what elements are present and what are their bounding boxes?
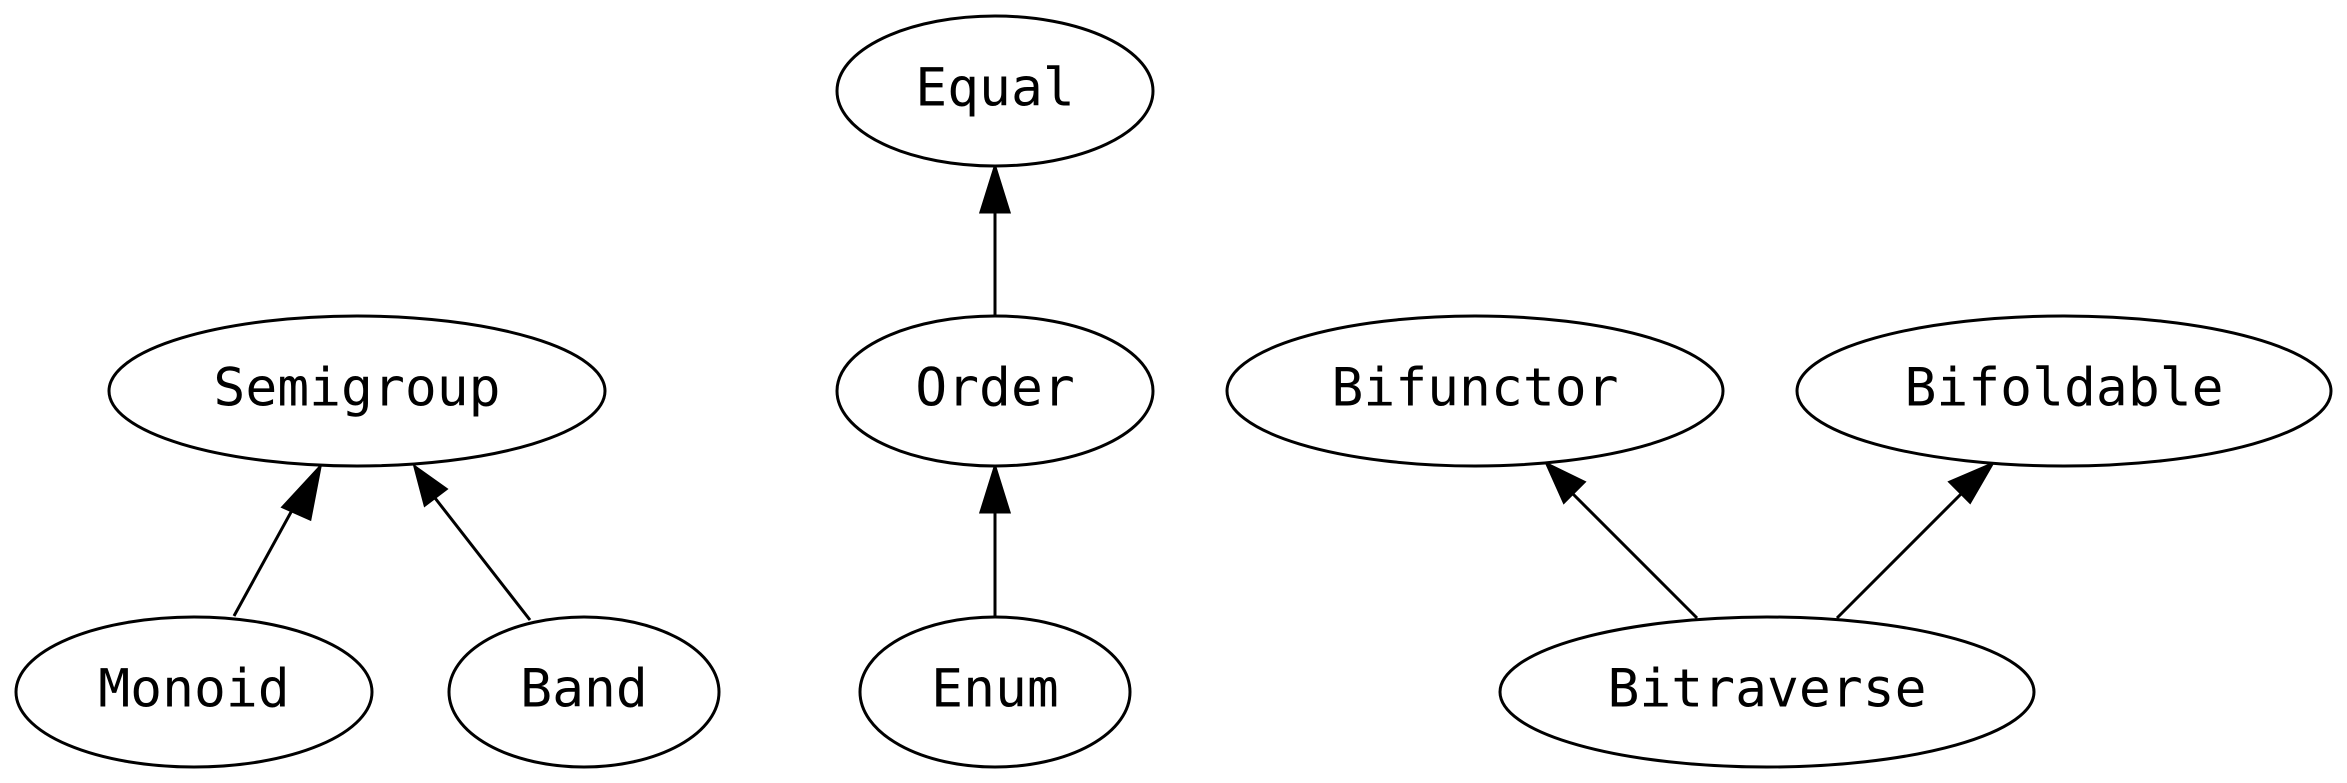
node-label: Monoid: [98, 659, 289, 720]
edge-order-to-equal: [978, 161, 1012, 316]
node-equal: Equal: [835, 14, 1155, 168]
arrowhead: [1947, 460, 1996, 505]
node-label: Band: [520, 659, 648, 720]
arrowhead: [280, 462, 323, 522]
edge-bitraverse-to-bifoldable: [1835, 460, 1996, 620]
node-label: Order: [915, 358, 1075, 419]
node-band: Band: [447, 615, 721, 769]
node-bifunctor: Bifunctor: [1225, 314, 1725, 468]
edge-band-to-semigroup: [412, 463, 532, 621]
node-bifoldable: Bifoldable: [1795, 314, 2333, 468]
node-label: Semigroup: [213, 358, 500, 419]
node-monoid: Monoid: [14, 615, 374, 769]
arrowhead: [978, 161, 1012, 214]
node-semigroup: Semigroup: [107, 314, 607, 468]
edge-monoid-to-semigroup: [232, 462, 323, 617]
node-order: Order: [835, 314, 1155, 468]
node-label: Bitraverse: [1607, 659, 1926, 720]
node-enum: Enum: [858, 615, 1132, 769]
node-label: Enum: [931, 659, 1059, 720]
node-label: Equal: [915, 58, 1075, 119]
node-label: Bifunctor: [1331, 358, 1618, 419]
arrowhead: [412, 463, 449, 508]
edge-enum-to-order: [978, 461, 1012, 616]
arrowhead: [978, 461, 1012, 514]
node-bitraverse: Bitraverse: [1498, 615, 2036, 769]
arrowhead: [1543, 460, 1587, 505]
node-label: Bifoldable: [1904, 358, 2223, 419]
edge-bitraverse-to-bifunctor: [1543, 460, 1699, 620]
